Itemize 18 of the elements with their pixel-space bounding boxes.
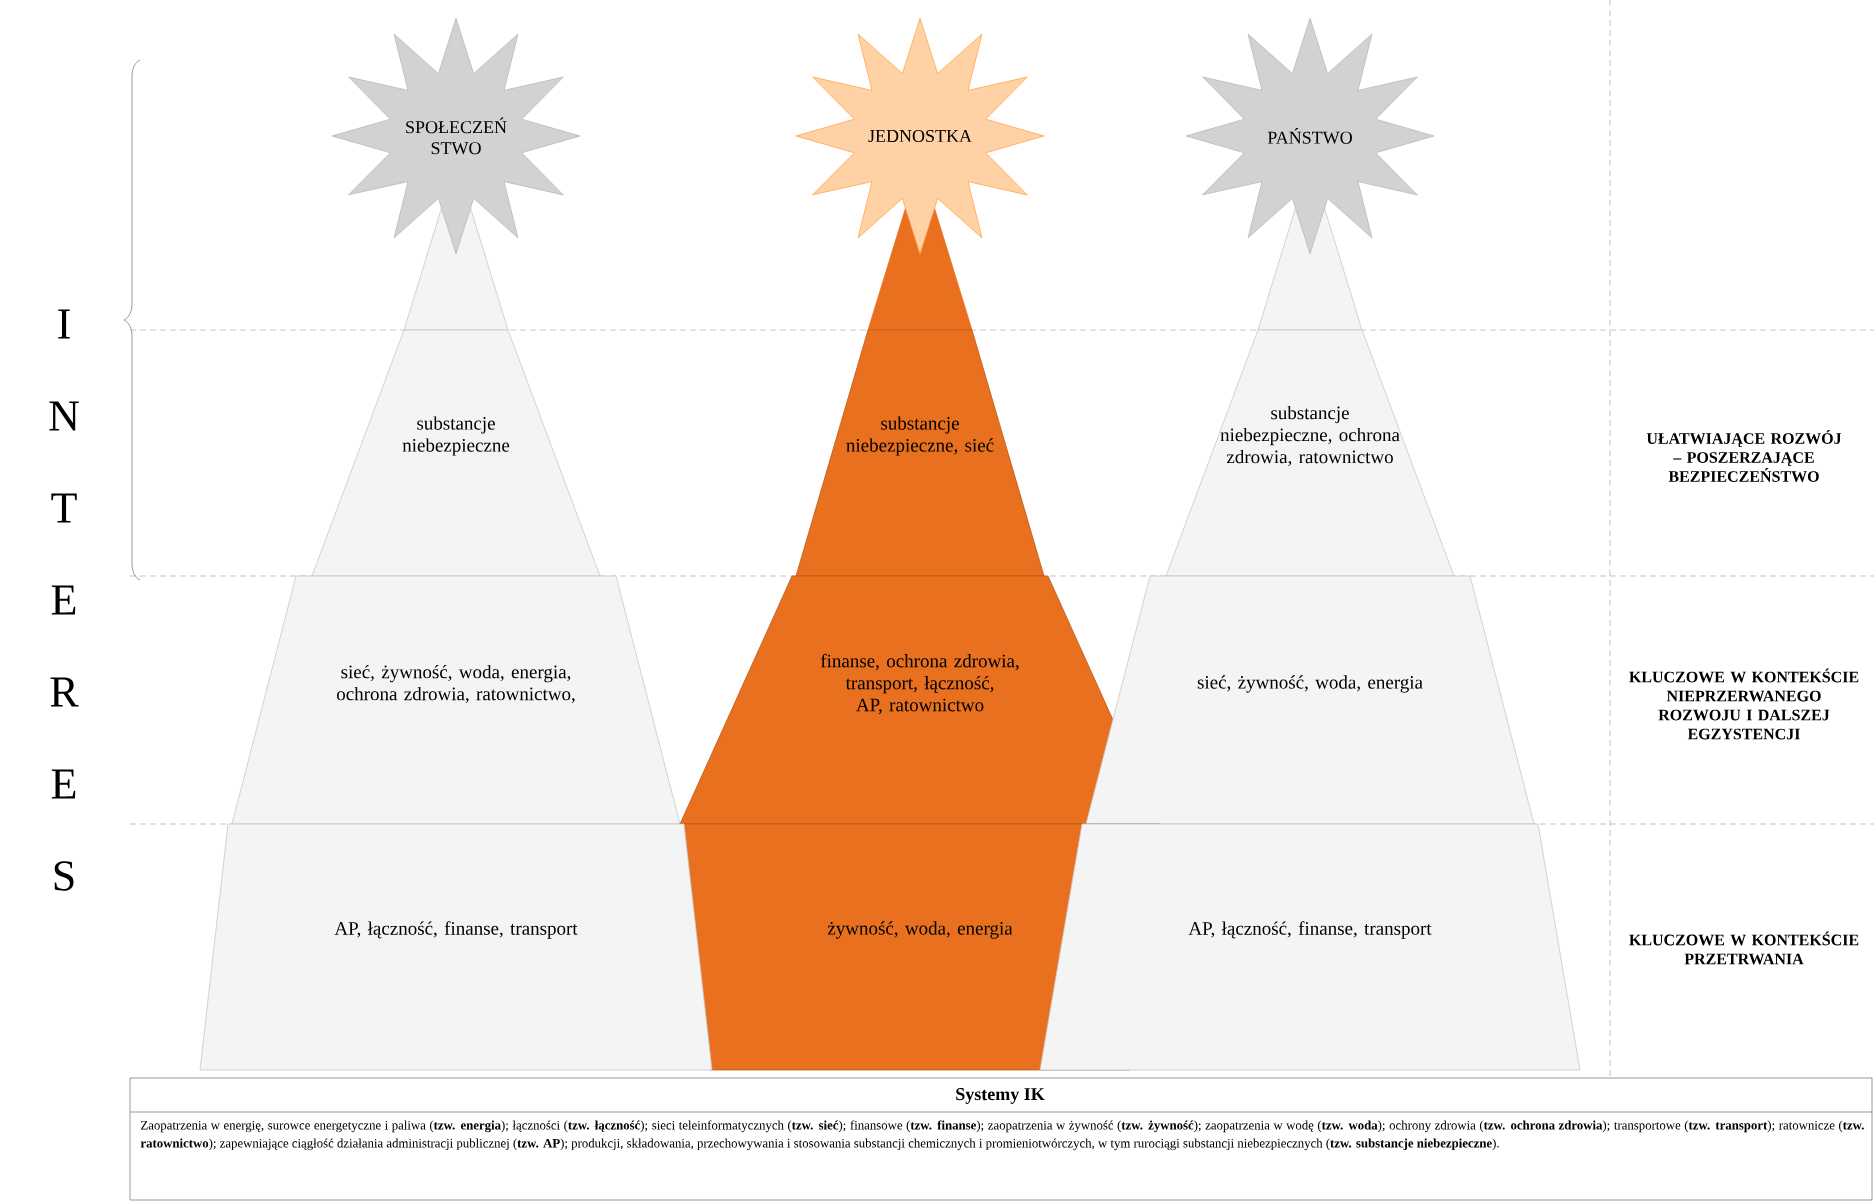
vertical-letter: T [51,493,77,523]
pyramid-tier: sieć, żywność, woda, energia, ochrona zdrowia, ratownictwo, [231,575,681,825]
pyramid-tier: substancje niebezpieczne, ochrona zdrowia, ratownictwo [1165,329,1455,577]
pyramid-tier: substancje niebezpieczne [311,329,601,577]
row-label: KLUCZOWE W KONTEKŚCIE NIEPRZERWANEGO ROZWOJU I DALSZEJ EGZYSTENCJI [1629,668,1859,740]
vertical-letter: S [54,861,74,891]
pyramid-tier: AP, łączność, finanse, transport [199,823,713,1071]
pyramid-tier: AP, łączność, finanse, transport [1039,823,1581,1071]
vertical-letter: E [51,585,76,615]
pyramid-tier: substancje niebezpieczne, sieć [795,329,1045,577]
row-label: KLUCZOWE W KONTEKŚCIE PRZETRWANIA [1629,931,1859,965]
pyramid-tier: sieć, żywność, woda, energia [1085,575,1535,825]
vertical-letter: N [49,401,79,431]
vertical-letter: E [51,769,76,799]
vertical-letter: I [58,309,70,339]
pyramid-tier: finanse, ochrona zdrowia, transport, łączność, AP, ratownictwo [679,575,1161,825]
vertical-letter: R [50,677,79,707]
row-label: UŁATWIAJĄCE ROZWÓJ – POSZERZAJĄCE BEZPIECZEŃSTWO [1646,430,1842,482]
